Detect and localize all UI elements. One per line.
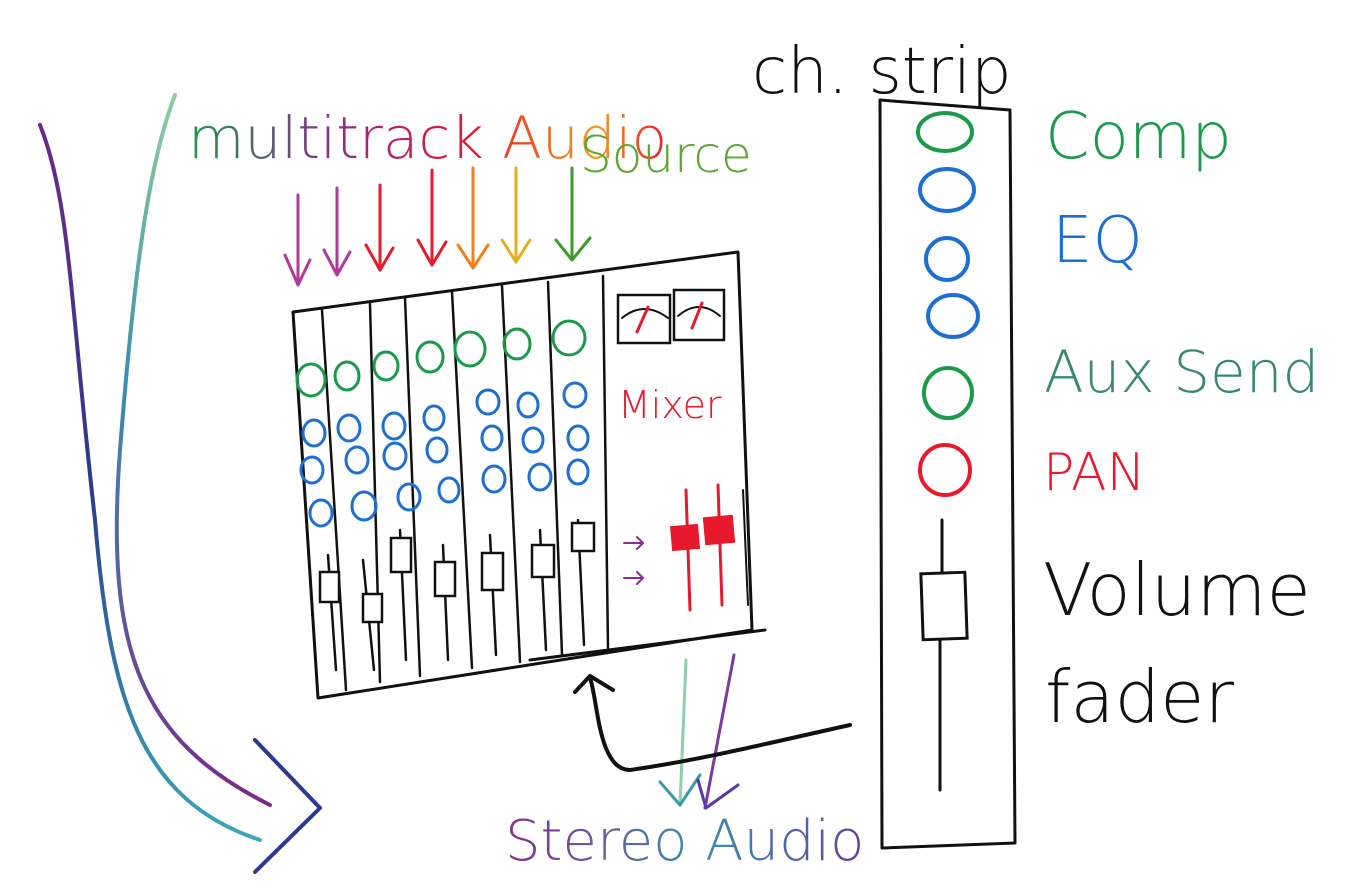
eq-knob-1 [918,167,976,213]
title-line2: Source [580,126,752,184]
title-line1: multitrack Audio [188,104,667,172]
master-faders [670,483,749,612]
comp-knob [916,111,974,153]
section-label-volume: Volume [1043,548,1311,632]
fader-cap [919,570,969,642]
section-label-pan: PAN [1043,443,1146,503]
channel-dividers [320,274,610,692]
eq-knob-2 [924,236,970,282]
comp-knobs [295,319,587,398]
aux-send-knob [922,366,974,420]
section-label-fader: fader [1045,655,1234,739]
level-meters [616,288,726,345]
output-arrows [658,653,740,810]
section-label-eq: EQ [1052,204,1143,278]
section-label-aux-send: Aux Send [1044,338,1319,406]
flow-arrow-left [38,93,322,874]
channel-strip: ch. strip Comp EQ Aux Send PAN Volume fa… [752,35,1319,850]
mixer-label: Mixer [618,383,722,427]
input-arrows [283,166,592,287]
eq-knobs [299,381,590,528]
strip-connector [573,674,852,772]
bus-arrows [623,536,644,585]
eq-knob-3 [926,293,980,339]
section-label-comp: Comp [1045,100,1232,174]
fader-track [938,518,944,792]
mixer: Mixer [291,250,767,700]
channel-strip-title: ch. strip [752,35,1012,109]
pan-knob [918,443,972,497]
output-label: Stereo Audio [505,809,864,874]
channel-faders [318,518,596,672]
